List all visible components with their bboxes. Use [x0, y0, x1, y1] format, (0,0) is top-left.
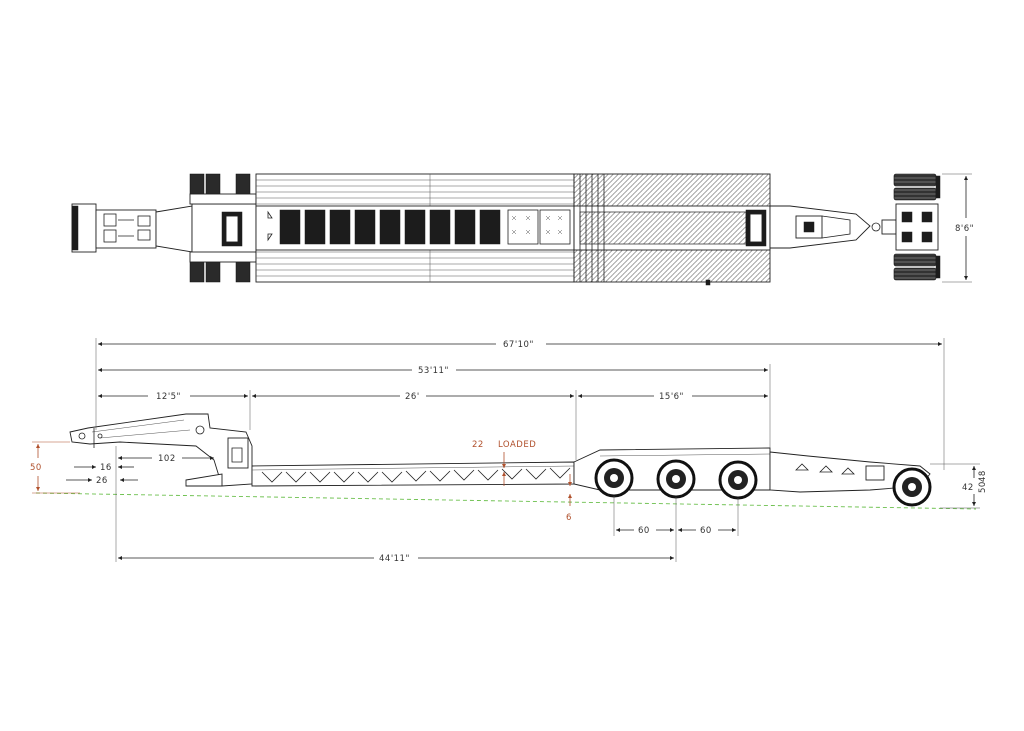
side-view: 67'10" 53'11" 12'5" 26' 15'6" 50 102: [30, 338, 988, 564]
deck-length-label: 26': [405, 392, 420, 402]
height-50-label: 50: [30, 463, 42, 473]
plan-rear-deck: [573, 173, 771, 286]
offset-102-label: 102: [158, 454, 176, 464]
gooseneck-length-label: 12'5": [156, 392, 181, 402]
plan-view: 8'6": [71, 173, 974, 286]
rear-height-label: 42: [962, 483, 974, 493]
rear-height-alt-2: 48: [978, 470, 988, 482]
side-gooseneck: [69, 413, 253, 487]
side-main-deck: [251, 461, 575, 487]
overall-length-label: 67'10": [503, 340, 534, 350]
loaded-label: LOADED: [498, 440, 536, 450]
axle-spacing-dimensions: 60 60: [613, 496, 739, 562]
length-53-label: 53'11": [418, 366, 449, 376]
plan-front-tires: [189, 173, 257, 283]
ground-line: [35, 492, 977, 510]
axle-spacing-1-label: 60: [638, 526, 650, 536]
ground-clearance-label: 6: [566, 513, 572, 523]
plan-rear-tires: [893, 173, 941, 281]
top-dimensions: 67'10" 53'11" 12'5" 26' 15'6": [95, 338, 945, 470]
rear-height-dimension: 42 50 48: [930, 463, 988, 509]
rear-height-alt-1: 50: [978, 481, 988, 493]
dim-44-11-label: 44'11": [379, 554, 410, 564]
deck-height-dimension: 22 LOADED 6: [472, 440, 572, 523]
width-dimension: 8'6": [942, 173, 974, 283]
dim-26-label: 26: [96, 476, 108, 486]
side-wheels: [594, 458, 932, 507]
dim-16-label: 16: [100, 463, 112, 473]
plan-gooseneck: [71, 203, 257, 255]
plan-rear-dolly: [769, 203, 939, 251]
width-label: 8'6": [955, 224, 974, 234]
kingpin-to-axle-dimension: 44'11": [118, 554, 674, 564]
plan-main-deck: [255, 173, 575, 283]
front-dimensions: 50 102 16 26: [30, 441, 214, 562]
axle-spacing-2-label: 60: [700, 526, 712, 536]
rear-section-length-label: 15'6": [659, 392, 684, 402]
deck-height-value: 22: [472, 440, 484, 450]
